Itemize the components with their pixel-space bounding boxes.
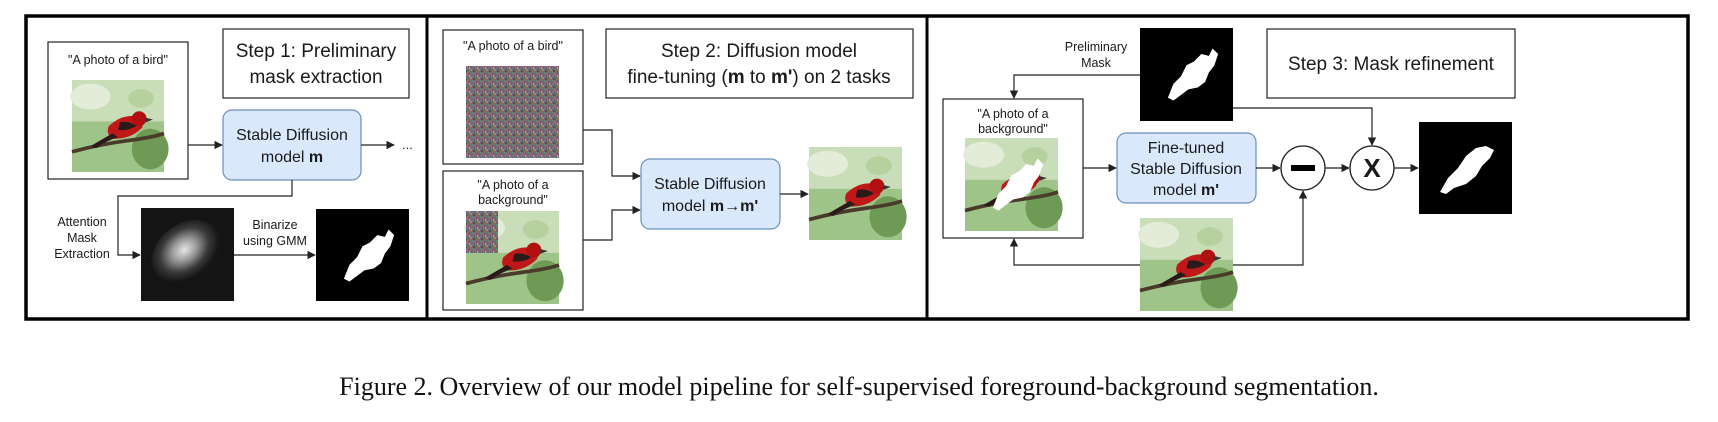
prelim-label-line1: Preliminary bbox=[1065, 40, 1128, 54]
noise-image bbox=[466, 66, 559, 158]
refined-mask bbox=[1419, 122, 1512, 214]
input-bird-photo bbox=[1136, 216, 1240, 313]
attention-label-line1: Attention bbox=[57, 215, 106, 229]
bird-photo-masked-noise bbox=[961, 136, 1065, 233]
preliminary-mask bbox=[1140, 28, 1233, 121]
figure-caption: Figure 2. Overview of our model pipeline… bbox=[339, 372, 1379, 401]
arrow-background-to-model2 bbox=[583, 205, 641, 241]
ellipsis-text: ... bbox=[402, 137, 413, 152]
step3-model-line1: Fine-tuned bbox=[1148, 140, 1225, 157]
step2-model-line2: model m→m' bbox=[662, 198, 758, 215]
binarize-label-line1: Binarize bbox=[252, 218, 297, 232]
step3-panel: Step 3: Mask refinement Preliminary Mask… bbox=[942, 28, 1516, 313]
attention-label-line3: Extraction bbox=[54, 247, 110, 261]
step1-panel: Step 1: Preliminary mask extraction "A p… bbox=[47, 28, 413, 301]
step1-title-line1: Step 1: Preliminary bbox=[236, 41, 397, 62]
arrow-bird-to-minus bbox=[1233, 190, 1308, 266]
minus-operator-bar bbox=[1291, 165, 1315, 171]
step3-model-line2: Stable Diffusion bbox=[1130, 161, 1242, 178]
times-operator-symbol: X bbox=[1363, 153, 1381, 183]
bird-photo-with-noise-patch bbox=[462, 209, 566, 306]
step1-model-line1: Stable Diffusion bbox=[236, 127, 348, 144]
step2-title-line2: fine-tuning (m to m') on 2 tasks bbox=[627, 67, 890, 88]
arrow-noise-to-model2 bbox=[583, 129, 641, 181]
step2-panel: Step 2: Diffusion model fine-tuning (m t… bbox=[442, 28, 914, 311]
binarize-label-line2: using GMM bbox=[243, 234, 307, 248]
step2-model-box bbox=[640, 158, 781, 230]
step1-title-line2: mask extraction bbox=[249, 67, 382, 88]
arrow-mask-to-bg-card bbox=[1009, 74, 1140, 99]
step1-model-box bbox=[222, 109, 362, 181]
arrow-model1-to-attention bbox=[117, 180, 293, 260]
step2-title-box bbox=[605, 28, 914, 99]
attention-label-line2: Mask bbox=[67, 231, 98, 245]
arrow-mask-to-times bbox=[1233, 107, 1377, 146]
step2-prompt-bg-line1: "A photo of a bbox=[477, 178, 548, 192]
step2-prompt-bg-line2: background" bbox=[478, 193, 548, 207]
step3-title: Step 3: Mask refinement bbox=[1288, 54, 1495, 75]
arrow-bird-to-bg-card bbox=[1009, 238, 1140, 266]
bird-photo bbox=[68, 78, 171, 174]
panel-outer-frame bbox=[24, 14, 1690, 321]
prelim-label-line2: Mask bbox=[1081, 56, 1112, 70]
step2-title-line1: Step 2: Diffusion model bbox=[661, 41, 857, 62]
step3-prompt-bg-line2: background" bbox=[978, 122, 1048, 136]
step3-title-box bbox=[1266, 28, 1516, 99]
step3-prompt-bg-line1: "A photo of a bbox=[977, 107, 1048, 121]
binary-mask bbox=[316, 209, 409, 301]
output-bird-photo bbox=[805, 145, 909, 242]
step1-model-line2: model m bbox=[261, 149, 323, 166]
attention-map bbox=[141, 208, 234, 301]
step1-title-box bbox=[222, 28, 410, 99]
step2-prompt-bird: "A photo of a bird" bbox=[463, 39, 563, 53]
step3-model-line3: model m' bbox=[1153, 182, 1219, 199]
step1-prompt-text: "A photo of a bird" bbox=[68, 53, 168, 67]
step2-model-line1: Stable Diffusion bbox=[654, 176, 766, 193]
